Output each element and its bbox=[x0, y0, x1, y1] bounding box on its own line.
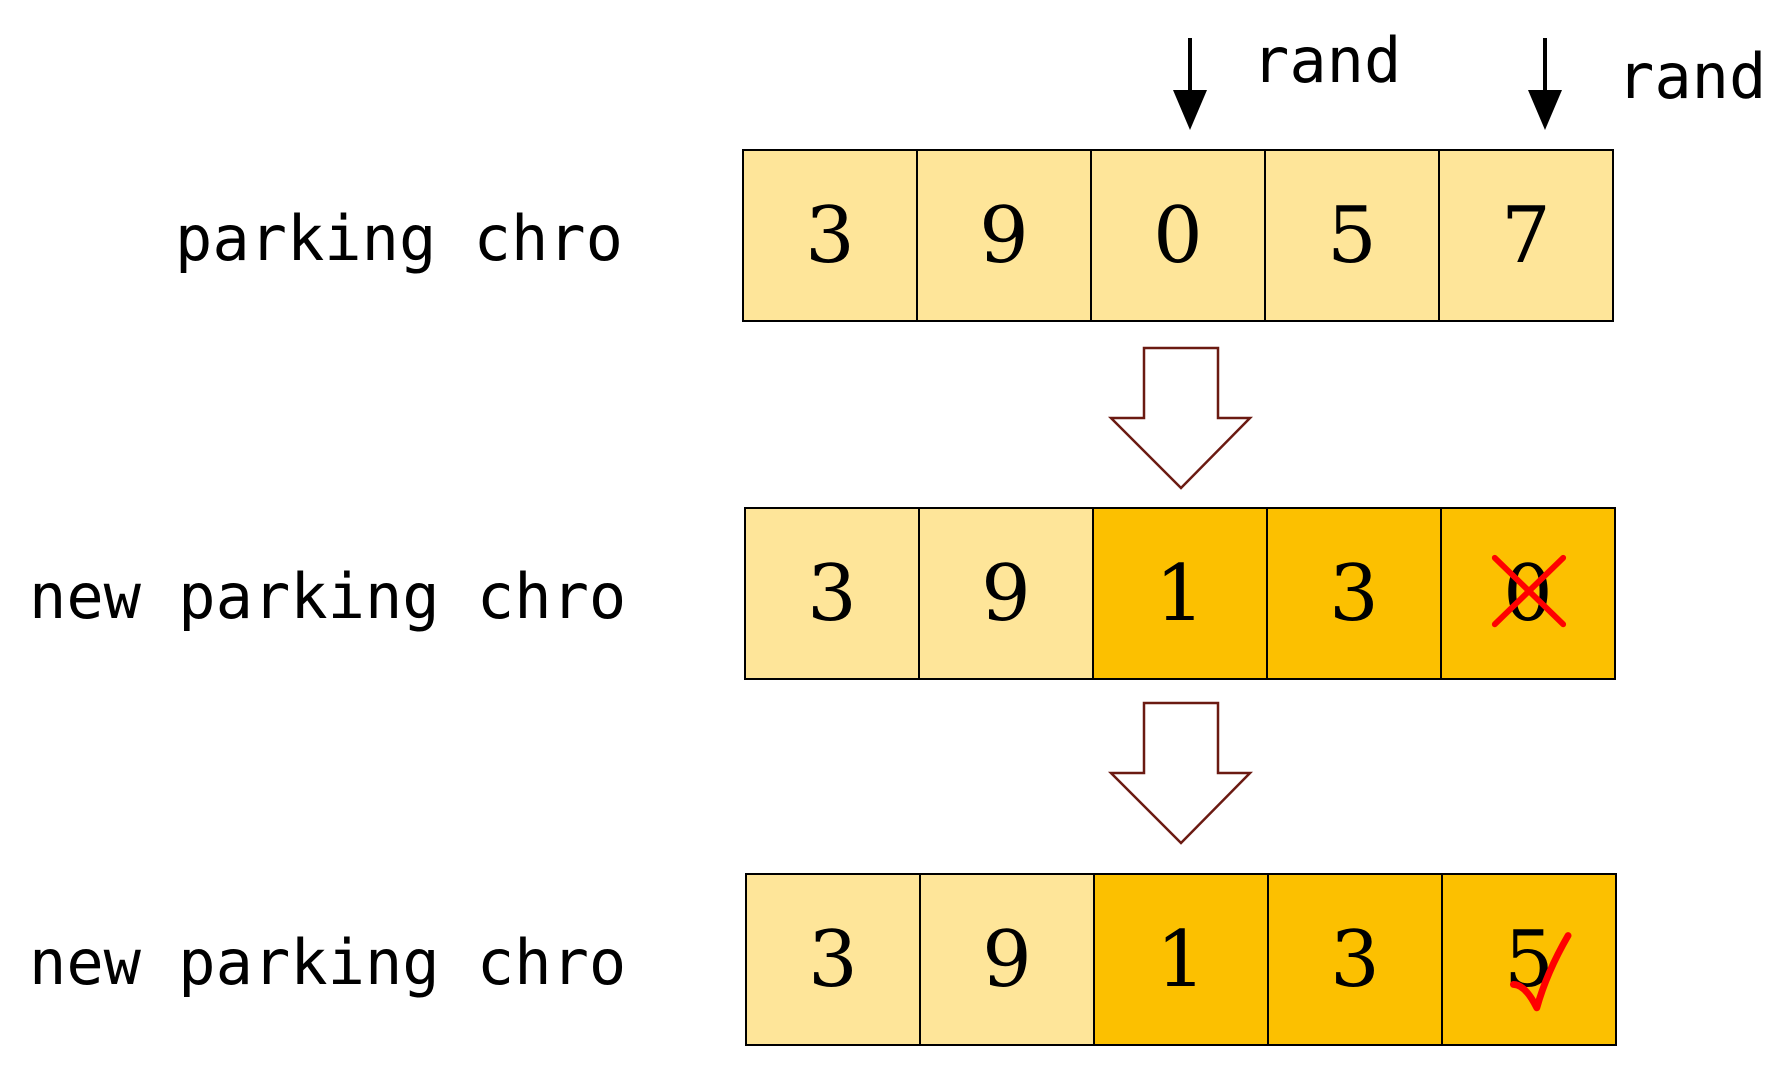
gene-cell-accepted: 5 bbox=[1441, 873, 1617, 1046]
gene-cell-mutated: 1 bbox=[1092, 507, 1268, 680]
gene-value: 1 bbox=[1155, 548, 1205, 639]
gene-cell-mutated: 1 bbox=[1093, 873, 1269, 1046]
gene-value: 3 bbox=[805, 190, 855, 281]
gene-cell: 9 bbox=[919, 873, 1095, 1046]
gene-cell: 0 bbox=[1090, 149, 1266, 322]
rand-label-1: rand bbox=[1252, 24, 1402, 97]
row-3-label: new parking chro bbox=[29, 926, 627, 999]
gene-cell: 3 bbox=[745, 873, 921, 1046]
gene-value: 3 bbox=[1329, 548, 1379, 639]
rand-arrow-1 bbox=[1173, 38, 1207, 130]
new-parking-chromosome-row-2: 3 9 1 3 5 bbox=[745, 873, 1617, 1046]
gene-value: 9 bbox=[982, 914, 1032, 1005]
rand-label-2: rand bbox=[1617, 40, 1767, 113]
gene-value: 3 bbox=[1330, 914, 1380, 1005]
rand-arrow-2 bbox=[1528, 38, 1562, 130]
new-parking-chromosome-row-1: 3 9 1 3 0 bbox=[744, 507, 1616, 680]
gene-value: 3 bbox=[808, 914, 858, 1005]
row-1-label: parking chro bbox=[175, 202, 623, 275]
gene-value: 3 bbox=[807, 548, 857, 639]
gene-cell-rejected: 0 bbox=[1440, 507, 1616, 680]
gene-value: 1 bbox=[1156, 914, 1206, 1005]
gene-cell: 3 bbox=[742, 149, 918, 322]
gene-value: 5 bbox=[1504, 914, 1554, 1005]
gene-cell: 3 bbox=[744, 507, 920, 680]
gene-value: 9 bbox=[981, 548, 1031, 639]
parking-chromosome-row: 3 9 0 5 7 bbox=[742, 149, 1614, 322]
gene-cell: 9 bbox=[918, 507, 1094, 680]
row-2-label: new parking chro bbox=[29, 560, 627, 633]
gene-value: 0 bbox=[1153, 190, 1203, 281]
gene-cell: 7 bbox=[1438, 149, 1614, 322]
gene-cell: 9 bbox=[916, 149, 1092, 322]
gene-cell-mutated: 3 bbox=[1266, 507, 1442, 680]
gene-cell-mutated: 3 bbox=[1267, 873, 1443, 1046]
gene-value: 9 bbox=[979, 190, 1029, 281]
gene-cell: 5 bbox=[1264, 149, 1440, 322]
gene-value: 7 bbox=[1501, 190, 1551, 281]
block-arrow-down-1 bbox=[1107, 346, 1253, 490]
block-arrow-down-2 bbox=[1107, 701, 1253, 845]
gene-value: 5 bbox=[1327, 190, 1377, 281]
gene-value: 0 bbox=[1503, 548, 1553, 639]
